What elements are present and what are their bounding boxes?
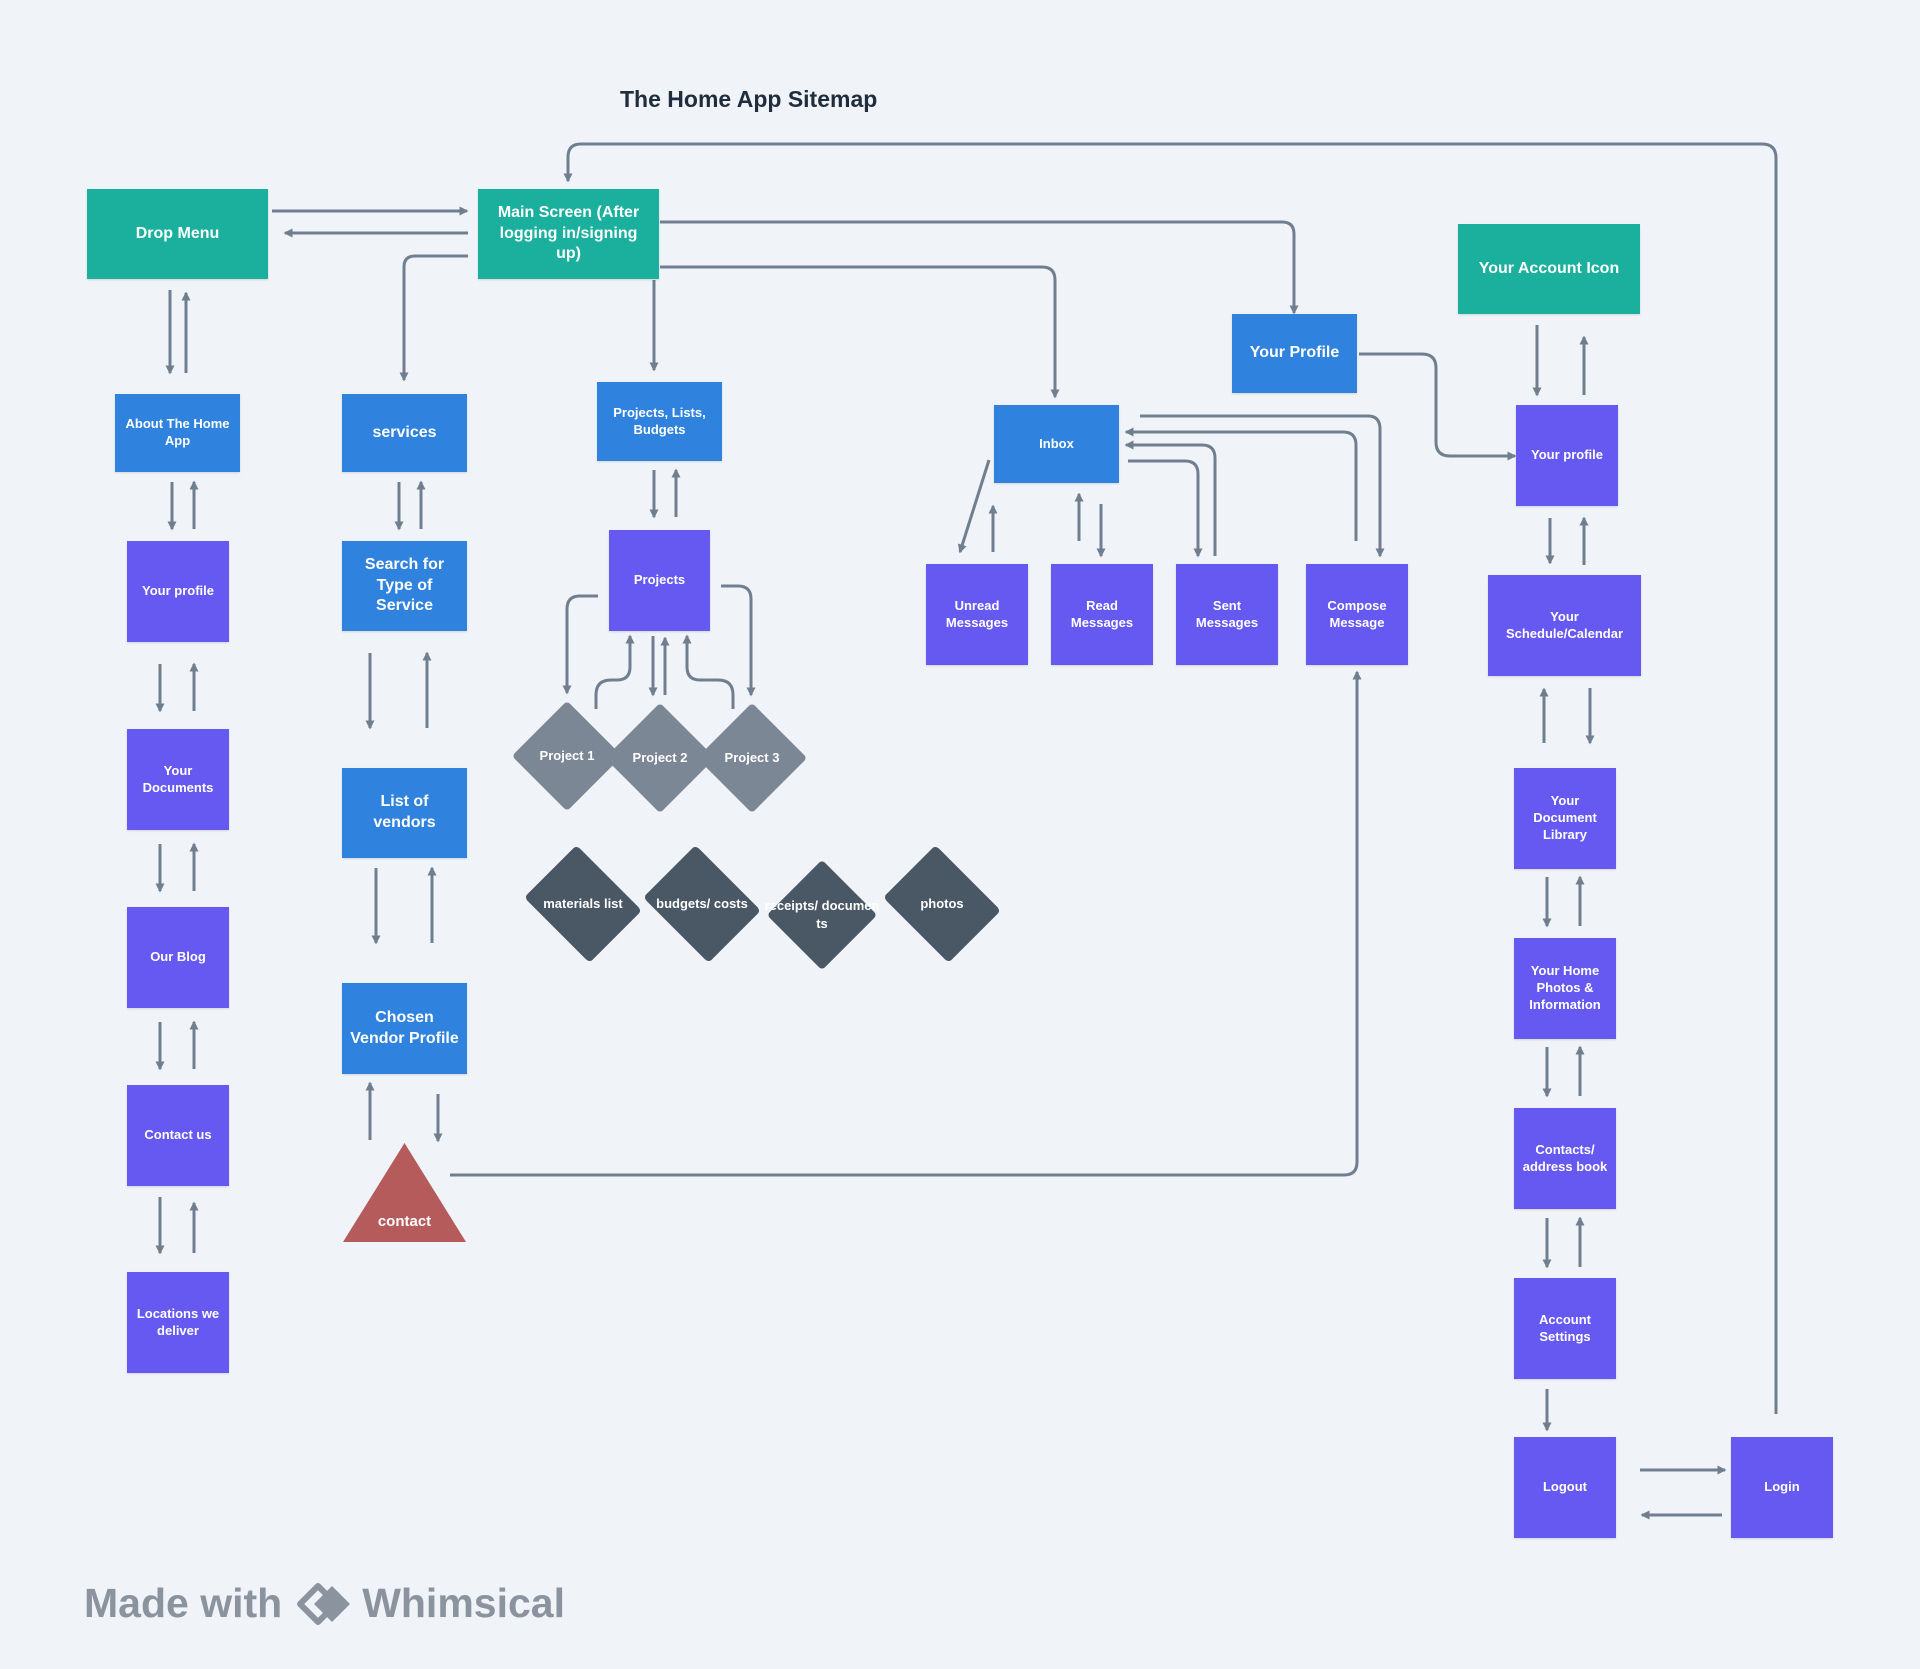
node-photos-label: photos xyxy=(920,896,964,912)
connector xyxy=(682,634,735,709)
node-schedule[interactable]: Your Schedule/Calendar xyxy=(1488,575,1641,676)
node-contacts-book[interactable]: Contacts/ address book xyxy=(1514,1108,1616,1209)
node-contact-label: contact xyxy=(377,1213,432,1230)
node-unread[interactable]: Unread Messages xyxy=(926,564,1028,665)
node-your-documents[interactable]: Your Documents xyxy=(127,729,229,830)
node-doc-library[interactable]: Your Document Library xyxy=(1514,768,1616,869)
node-locations[interactable]: Locations we deliver xyxy=(127,1272,229,1373)
node-about[interactable]: About The Home App xyxy=(115,394,240,472)
node-account-icon[interactable]: Your Account Icon xyxy=(1458,224,1640,314)
node-project-2-label: Project 2 xyxy=(632,750,688,766)
connector xyxy=(660,265,1060,399)
node-left-profile[interactable]: Your profile xyxy=(127,541,229,642)
node-budgets-label: budgets/ costs xyxy=(656,896,748,912)
node-contact[interactable]: contact xyxy=(342,1141,467,1244)
node-projects-lists[interactable]: Projects, Lists, Budgets xyxy=(597,382,722,461)
made-with-whimsical[interactable]: Made with Whimsical xyxy=(84,1580,565,1627)
connector xyxy=(1128,459,1203,558)
node-search-service[interactable]: Search for Type of Service xyxy=(342,541,467,631)
node-project-3[interactable]: Project 3 xyxy=(696,702,808,814)
node-project-2[interactable]: Project 2 xyxy=(604,702,716,814)
node-project-1[interactable]: Project 1 xyxy=(511,700,623,812)
connector xyxy=(1124,440,1217,556)
node-account-settings[interactable]: Account Settings xyxy=(1514,1278,1616,1379)
node-your-profile-top[interactable]: Your Profile xyxy=(1232,314,1357,393)
watermark-brand: Whimsical xyxy=(362,1580,565,1626)
triangle-shape xyxy=(343,1143,466,1242)
node-projects[interactable]: Projects xyxy=(609,530,710,631)
node-receipts[interactable]: receipts/ documen ts xyxy=(763,859,881,971)
connector xyxy=(1140,414,1385,558)
node-contact-us[interactable]: Contact us xyxy=(127,1085,229,1186)
connector xyxy=(1359,352,1517,461)
node-materials-label: materials list xyxy=(543,896,623,912)
node-read[interactable]: Read Messages xyxy=(1051,564,1153,665)
node-main-screen[interactable]: Main Screen (After logging in/signing up… xyxy=(478,189,659,279)
node-list-vendors[interactable]: List of vendors xyxy=(342,768,467,858)
connector xyxy=(957,459,991,554)
whimsical-logo-icon xyxy=(297,1582,351,1625)
node-project-3-label: Project 3 xyxy=(724,750,780,766)
node-photos[interactable]: photos xyxy=(883,845,1001,963)
node-drop-menu[interactable]: Drop Menu xyxy=(87,189,268,279)
node-compose[interactable]: Compose Message xyxy=(1306,564,1408,665)
connector xyxy=(399,254,468,382)
connector xyxy=(660,220,1299,315)
node-budgets[interactable]: budgets/ costs xyxy=(643,845,761,963)
diagram-title: The Home App Sitemap xyxy=(620,86,878,112)
node-chosen-vendor[interactable]: Chosen Vendor Profile xyxy=(342,983,467,1074)
node-services[interactable]: services xyxy=(342,394,467,472)
connector xyxy=(563,142,1778,1414)
node-project-1-label: Project 1 xyxy=(539,748,595,764)
connector xyxy=(450,670,1362,1177)
node-our-blog[interactable]: Our Blog xyxy=(127,907,229,1008)
node-sent[interactable]: Sent Messages xyxy=(1176,564,1278,665)
node-inbox[interactable]: Inbox xyxy=(994,405,1119,483)
node-materials[interactable]: materials list xyxy=(524,845,642,963)
watermark-prefix: Made with xyxy=(84,1580,283,1626)
node-logout[interactable]: Logout xyxy=(1514,1437,1616,1538)
node-receipts-label: receipts/ documen ts xyxy=(764,898,880,931)
node-home-photos[interactable]: Your Home Photos & Information xyxy=(1514,938,1616,1039)
connector xyxy=(1124,427,1358,541)
node-right-profile[interactable]: Your profile xyxy=(1516,405,1618,506)
connector xyxy=(562,594,598,695)
node-login[interactable]: Login xyxy=(1731,1437,1833,1538)
connector xyxy=(594,634,635,709)
connector xyxy=(721,584,756,697)
